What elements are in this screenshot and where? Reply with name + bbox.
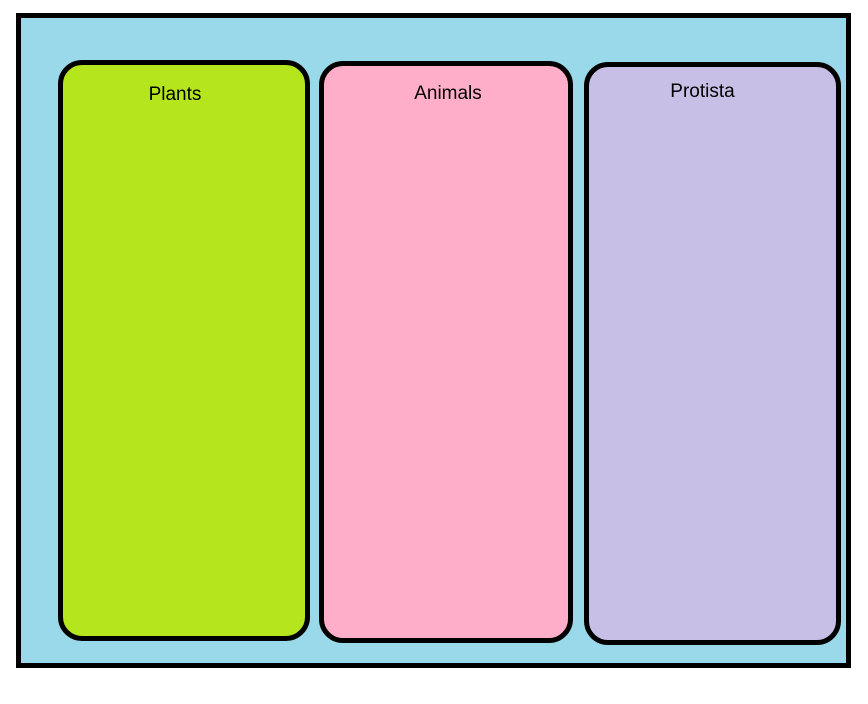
category-board: Plants Animals Protista [16, 13, 851, 668]
column-protista-label: Protista [670, 81, 735, 102]
column-plants: Plants [58, 60, 310, 641]
column-protista: Protista [584, 62, 841, 645]
column-animals-label: Animals [414, 83, 482, 104]
column-plants-label: Plants [148, 84, 202, 105]
column-animals: Animals [319, 61, 573, 643]
